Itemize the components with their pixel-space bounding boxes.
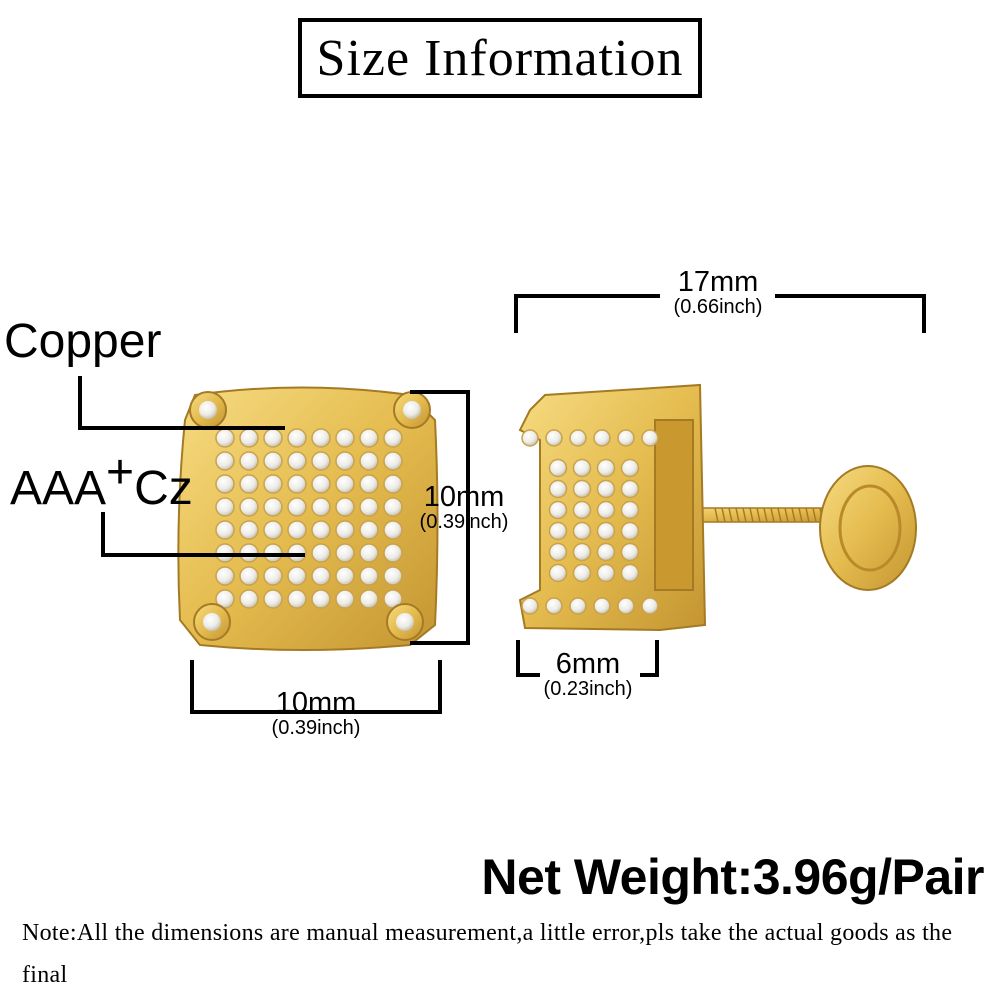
cz-label-prefix: AAA (10, 462, 107, 515)
front-width-label: 10mm (0.39inch) (256, 687, 376, 739)
front-height-dimension-line (410, 390, 470, 645)
side-depth-mm: 6mm (555, 648, 621, 680)
page-title: Size Information (316, 29, 684, 87)
front-width-mm: 10mm (275, 687, 357, 719)
front-width-dimension-line (190, 660, 442, 714)
front-height-label: 10mm (0.39inch) (408, 481, 520, 533)
side-length-mm: 17mm (677, 266, 759, 298)
copper-label: Copper (4, 315, 162, 368)
side-length-label: 17mm (0.66inch) (660, 266, 776, 318)
side-depth-label: 6mm (0.23inch) (528, 648, 648, 700)
side-length-dimension-line (514, 294, 926, 333)
net-weight: Net Weight:3.96g/Pair (481, 849, 984, 905)
cz-pointer-line (101, 512, 305, 557)
cz-label: AAA+Cz (10, 449, 193, 515)
cz-label-suffix: Cz (134, 462, 193, 515)
measurement-note: Note:All the dimensions are manual measu… (22, 920, 953, 988)
front-width-inch: (0.39inch) (271, 717, 361, 739)
side-earring-image (518, 383, 917, 632)
copper-pointer-line (78, 376, 285, 430)
front-height-mm: 10mm (423, 481, 505, 513)
title-box: Size Information (298, 18, 702, 98)
side-depth-dimension-line (516, 640, 659, 677)
cz-label-plus: + (106, 446, 135, 499)
front-height-inch: (0.39inch) (419, 511, 509, 533)
side-depth-inch: (0.23inch) (543, 678, 633, 700)
side-length-inch: (0.66inch) (673, 296, 763, 318)
front-earring-image (177, 386, 439, 651)
